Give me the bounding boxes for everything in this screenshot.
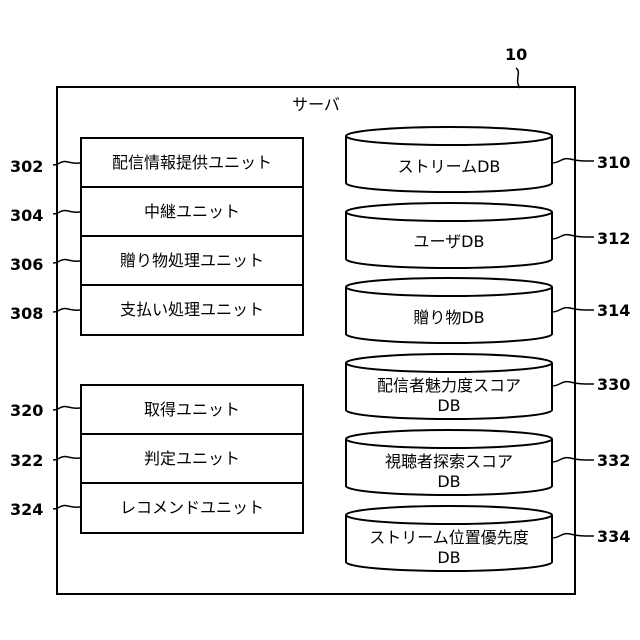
db-streamer-attractiveness-score: 配信者魅力度スコア DB [346,354,552,419]
db-label: ストリーム位置優先度 [369,528,529,547]
db-stream: ストリームDB [346,127,552,192]
ref-314: 314 [597,301,630,320]
db-label: ユーザDB [414,232,485,251]
unit-label-distribution-info: 配信情報提供ユニット [112,153,272,172]
unit-label-determination: 判定ユニット [144,449,240,468]
db-viewer-exploration-score: 視聴者探索スコア DB [346,430,552,495]
unit-label-relay: 中継ユニット [144,202,240,221]
ref-304: 304 [10,206,43,225]
leader-310 [552,159,594,163]
ref-324: 324 [10,500,43,519]
db-label-line2: DB [437,548,460,567]
ref-334: 334 [597,527,630,546]
ref-320: 320 [10,401,43,420]
leader-332 [552,458,594,462]
server-ref-leader [516,68,520,88]
db-label: ストリームDB [398,157,501,176]
leader-314 [552,308,594,312]
ref-330: 330 [597,375,630,394]
server-title: サーバ [292,95,340,114]
db-label: 配信者魅力度スコア [377,376,521,395]
unit-group-2: 取得ユニット 判定ユニット レコメンドユニット 320 322 324 [10,385,303,533]
ref-306: 306 [10,255,43,274]
leader-334 [552,534,594,538]
db-label: 視聴者探索スコア [385,452,513,471]
ref-310: 310 [597,153,630,172]
db-user: ユーザDB [346,203,552,268]
ref-312: 312 [597,229,630,248]
unit-label-gift-processing: 贈り物処理ユニット [120,251,264,270]
ref-332: 332 [597,451,630,470]
database-group: ストリームDB ユーザDB 贈り物DB 配信者魅力度スコア DB 視聴者探索スコ… [346,127,630,571]
unit-label-acquisition: 取得ユニット [144,400,240,419]
leader-312 [552,235,594,239]
leader-330 [552,382,594,386]
ref-302: 302 [10,157,43,176]
db-stream-position-priority: ストリーム位置優先度 DB [346,506,552,571]
ref-308: 308 [10,304,43,323]
unit-group-1: 配信情報提供ユニット 中継ユニット 贈り物処理ユニット 支払い処理ユニット 30… [10,138,303,335]
db-gift: 贈り物DB [346,278,552,343]
db-label: 贈り物DB [413,308,484,327]
unit-label-recommend: レコメンドユニット [120,498,264,517]
server-ref: 10 [505,45,527,64]
ref-322: 322 [10,451,43,470]
db-label-line2: DB [437,472,460,491]
unit-label-payment-processing: 支払い処理ユニット [120,300,264,319]
db-label-line2: DB [437,396,460,415]
